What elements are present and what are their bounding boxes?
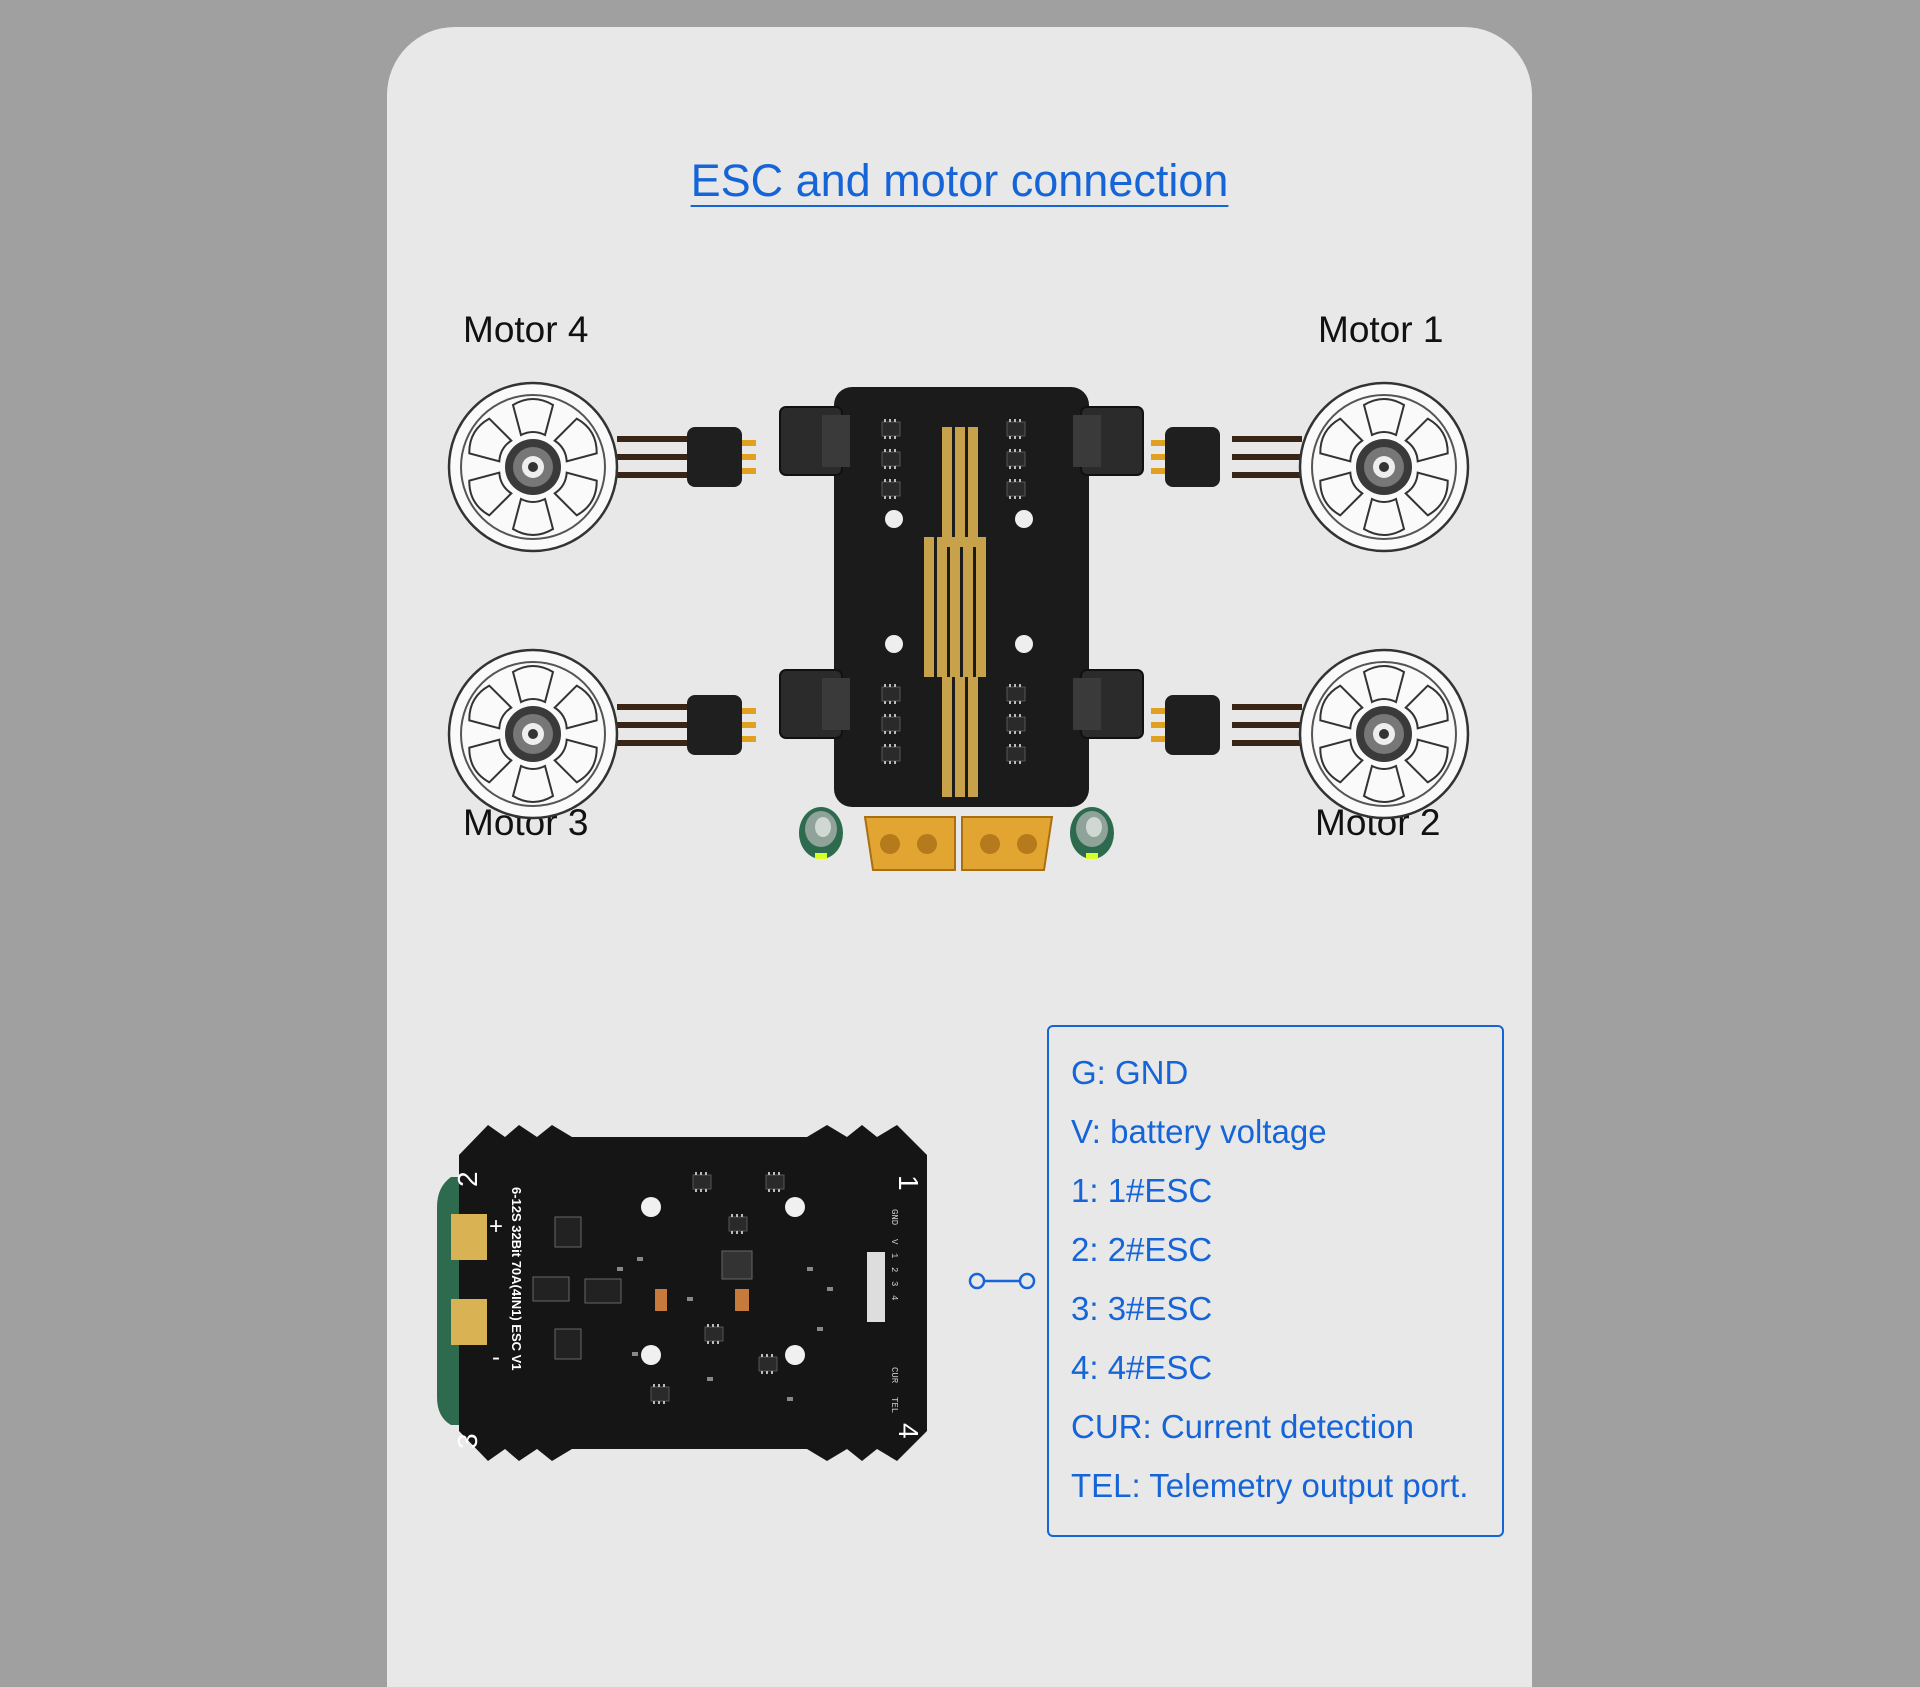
legend-item: 4: 4#ESC (1071, 1349, 1213, 1386)
pin-label-gnd: GND (889, 1209, 899, 1225)
legend-item: G: GND (1071, 1054, 1189, 1091)
pad-label-minus: - (492, 1344, 500, 1371)
pin-label-tel: TEL (889, 1397, 899, 1413)
pin-label-2: 2 (889, 1267, 899, 1272)
motor-3-icon (447, 648, 619, 820)
legend-item: V: battery voltage (1071, 1113, 1327, 1150)
bottom-esc-board: 2 1 3 4 + - 6-12S 32Bit 70A(4IN1) ESC V1… (437, 1125, 927, 1461)
legend-item: 1: 1#ESC (1071, 1172, 1213, 1209)
pin-label-1: 1 (889, 1253, 899, 1258)
motor-4-label: Motor 4 (463, 309, 589, 350)
pad-label-1: 1 (893, 1175, 924, 1191)
legend-item: TEL: Telemetry output port. (1071, 1467, 1469, 1504)
pcb-silkscreen: 6-12S 32Bit 70A(4IN1) ESC V1 (509, 1187, 524, 1371)
pin-legend: G: GND V: battery voltage 1: 1#ESC 2: 2#… (1047, 1025, 1504, 1537)
pad-label-3: 3 (452, 1433, 483, 1449)
pin-label-v: V (889, 1239, 899, 1245)
legend-item: CUR: Current detection (1071, 1408, 1414, 1445)
motor-1-label: Motor 1 (1318, 309, 1444, 350)
motor-2-icon (1298, 648, 1470, 820)
pin-label-4: 4 (889, 1295, 899, 1300)
page-title: ESC and motor connection (690, 155, 1229, 206)
legend-item: 3: 3#ESC (1071, 1290, 1213, 1327)
diagram-art: 2 1 3 4 + - 6-12S 32Bit 70A(4IN1) ESC V1… (437, 381, 1470, 1461)
pad-label-plus: + (489, 1213, 503, 1240)
pin-label-cur: CUR (889, 1367, 899, 1384)
pin-label-3: 3 (889, 1281, 899, 1286)
pad-label-2: 2 (452, 1171, 483, 1187)
diagram-card: ESC and motor connection Motor 4 Motor 1… (387, 27, 1532, 1687)
motor-4-icon (447, 381, 619, 553)
pad-label-4: 4 (893, 1423, 924, 1439)
motor-wires (617, 427, 1302, 755)
motor-1-icon (1298, 381, 1470, 553)
top-esc-board (779, 387, 1144, 871)
legend-item: 2: 2#ESC (1071, 1231, 1213, 1268)
link-connector-icon (968, 1272, 1036, 1290)
